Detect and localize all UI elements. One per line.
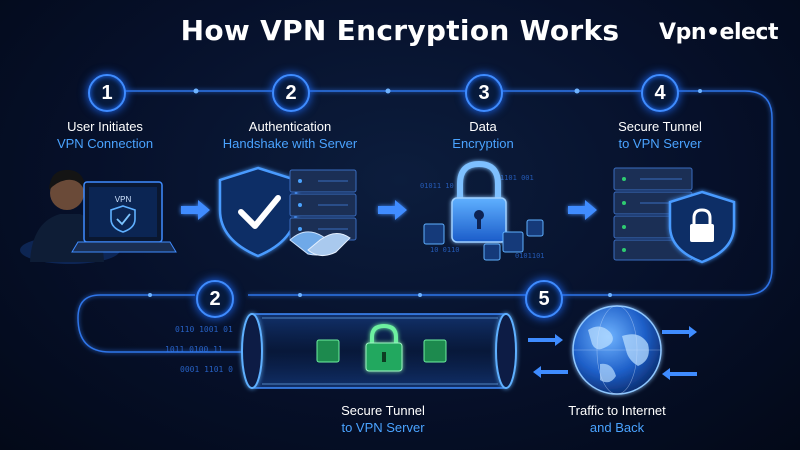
laptop-vpn-label: VPN [115,195,132,204]
step-tunnel-subtitle: to VPN Server [341,420,425,435]
svg-text:1011 0100 11: 1011 0100 11 [165,345,223,354]
step-5-subtitle: and Back [589,420,645,435]
shield-lock-icon [668,190,736,264]
encryption-binary: 01011 10 1101 001 10 0110 0101101 [420,174,545,260]
step-3-caption: Data Encryption [398,118,568,152]
step-4-number: 4 [641,74,679,112]
step-1-caption: User Initiates VPN Connection [20,118,190,152]
tunnel-data-cubes [316,339,447,363]
svg-text:0001 1101 0: 0001 1101 0 [180,365,233,374]
tunnel-binary-stream: 0110 1001 01 1011 0100 11 0001 1101 0 [165,325,233,374]
step-1-subtitle: VPN Connection [56,136,154,151]
user-laptop-illustration: VPN [20,169,177,264]
step-2-subtitle: Handshake with Server [222,136,358,151]
svg-text:0101101: 0101101 [515,252,545,260]
page-title: How VPN Encryption Works [180,14,620,47]
step-3-number: 3 [465,74,503,112]
tunnel-padlock-icon [365,323,403,372]
internet-traffic-arrows [528,326,697,380]
svg-text:10 0110: 10 0110 [430,246,460,254]
step-5-number: 5 [525,280,563,318]
step-tunnel-title: Secure Tunnel [341,403,425,418]
step-1-title: User Initiates [67,119,143,134]
shield-check-icon [218,166,298,258]
svg-text:1101 001: 1101 001 [500,174,534,182]
step-5-caption: Traffic to Internet and Back [532,402,702,436]
step-tunnel-number: 2 [196,280,234,318]
step-2-caption: Authentication Handshake with Server [205,118,375,152]
top-flow-line [77,90,773,353]
step-4-title: Secure Tunnel [618,119,702,134]
step-5-title: Traffic to Internet [568,403,666,418]
step-1-number: 1 [88,74,126,112]
step-3-subtitle: Encryption [452,136,514,151]
globe-icon [572,305,662,395]
step-tunnel-caption: Secure Tunnel to VPN Server [298,402,468,436]
step-4-caption: Secure Tunnel to VPN Server [575,118,745,152]
brand-logo: Vpn•elect [659,20,778,45]
encrypted-cubes [423,219,544,261]
step-4-subtitle: to VPN Server [618,136,702,151]
handshake-icon [289,231,351,256]
step-3-title: Data [469,119,497,134]
step-2-title: Authentication [248,119,332,134]
padlock-icon [451,160,507,243]
svg-text:01011 10: 01011 10 [420,182,454,190]
server-rack-icon [289,169,357,241]
step-arrows [181,200,597,220]
svg-text:0110 1001 01: 0110 1001 01 [175,325,233,334]
step-2-number: 2 [272,74,310,112]
flow-dots [148,88,702,297]
